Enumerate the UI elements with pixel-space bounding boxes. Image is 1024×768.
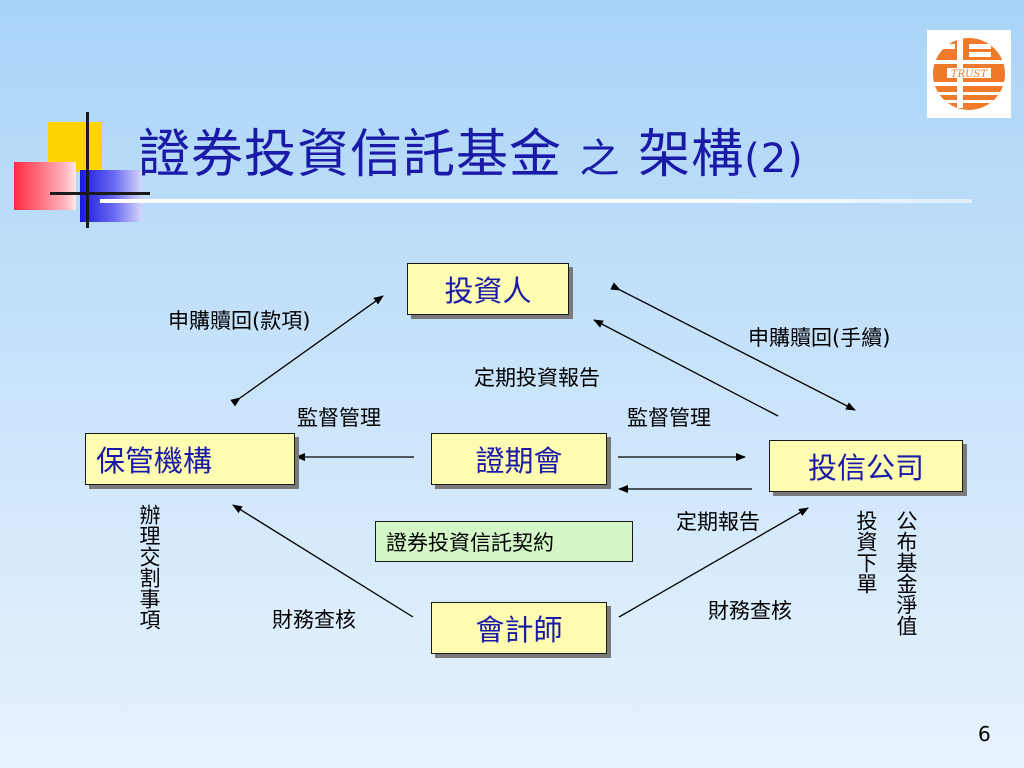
title-conjunction: 之 [579, 136, 621, 182]
decor-blue-square [80, 170, 142, 222]
node-trust-company: 投信公司 [769, 440, 963, 492]
arrow-accountant-custodian [232, 504, 414, 618]
slide-title: 證券投資信託基金 之 架構(2) [138, 112, 804, 187]
title-number: (2) [744, 136, 804, 182]
label-supervise-right: 監督管理 [627, 406, 711, 430]
trust-logo-icon: TRUST [933, 38, 1005, 110]
label-subscribe-funds: 申購贖回(款項) [168, 309, 311, 333]
label-subscribe-procedure: 申購贖回(手續) [748, 326, 891, 350]
label-audit-left: 財務查核 [272, 608, 356, 632]
arrow-trust-investor-report [593, 319, 779, 417]
arrow-investor-trust-procedure [610, 282, 856, 411]
title-main: 證券投資信託基金 [138, 125, 563, 185]
arrow-investor-custodian [230, 295, 384, 407]
node-investor: 投資人 [407, 263, 569, 315]
decor-vertical-line [86, 112, 89, 228]
label-investment-orders: 投資下單 [854, 510, 878, 594]
label-periodic-investment-report: 定期投資報告 [474, 366, 600, 390]
label-periodic-report: 定期報告 [676, 510, 760, 534]
node-custodian: 保管機構 [85, 433, 295, 485]
decor-horizontal-line [50, 192, 150, 195]
trust-logo: TRUST [927, 30, 1011, 118]
contract-box: 證券投資信託契約 [375, 521, 633, 562]
logo-text: TRUST [951, 69, 988, 80]
title-tail: 架構 [638, 125, 745, 185]
arrow-accountant-trust [618, 507, 809, 618]
node-accountant: 會計師 [431, 602, 607, 654]
page-number: 6 [978, 722, 991, 746]
decor-red-square [14, 162, 76, 210]
label-publish-nav: 公布基金淨值 [894, 510, 918, 636]
label-audit-right: 財務查核 [708, 599, 792, 623]
title-underline [100, 199, 972, 203]
node-sfc: 證期會 [431, 433, 607, 485]
label-supervise-left: 監督管理 [297, 406, 381, 430]
label-handle-settlement: 辦理交割事項 [137, 504, 161, 630]
